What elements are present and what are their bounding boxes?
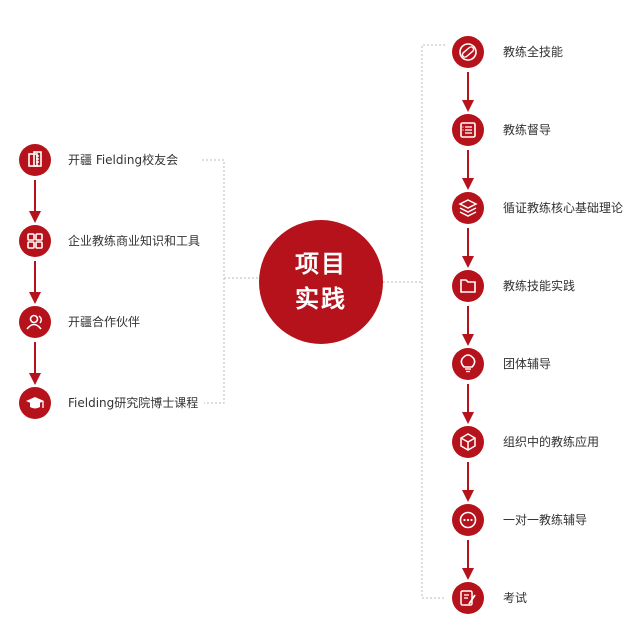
node-label: 教练全技能 — [503, 44, 563, 59]
left-node-0: 开疆 Fielding校友会 — [19, 144, 178, 176]
node-label: Fielding研究院博士课程 — [68, 395, 198, 410]
right-node-6: 一对一教练辅导 — [452, 504, 587, 536]
node-label: 一对一教练辅导 — [503, 512, 587, 527]
right-node-7: 考试 — [452, 582, 527, 614]
right-node-1: 教练督导 — [452, 114, 551, 146]
center-title-line2: 实践 — [295, 285, 347, 313]
center-circle — [259, 220, 383, 344]
left-bracket — [202, 159, 225, 404]
node-label: 考试 — [503, 590, 527, 605]
node-circle — [19, 144, 51, 176]
right-node-2: 循证教练核心基础理论 — [452, 192, 623, 224]
left-node-3: Fielding研究院博士课程 — [19, 387, 198, 419]
node-circle — [452, 348, 484, 380]
left-node-2: 开疆合作伙伴 — [19, 306, 140, 338]
right-node-5: 组织中的教练应用 — [452, 426, 599, 458]
right-bracket — [421, 44, 445, 599]
node-label: 开疆 Fielding校友会 — [68, 152, 178, 167]
node-circle — [19, 225, 51, 257]
node-label: 开疆合作伙伴 — [68, 314, 140, 329]
node-label: 教练督导 — [503, 122, 551, 137]
right-column: 教练全技能教练督导循证教练核心基础理论教练技能实践团体辅导组织中的教练应用一对一… — [452, 36, 623, 614]
connectors — [202, 44, 445, 599]
node-label: 组织中的教练应用 — [503, 434, 599, 449]
right-node-3: 教练技能实践 — [452, 270, 575, 302]
node-label: 团体辅导 — [503, 357, 551, 371]
center-title-line1: 项目 — [295, 250, 347, 278]
node-circle — [452, 270, 484, 302]
center-node: 项目 实践 — [259, 220, 383, 344]
left-node-1: 企业教练商业知识和工具 — [19, 225, 200, 257]
node-label: 教练技能实践 — [503, 278, 575, 293]
right-node-0: 教练全技能 — [452, 36, 563, 68]
node-circle — [452, 36, 484, 68]
right-node-4: 团体辅导 — [452, 348, 551, 380]
node-label: 循证教练核心基础理论 — [503, 200, 623, 215]
node-label: 企业教练商业知识和工具 — [68, 233, 200, 248]
